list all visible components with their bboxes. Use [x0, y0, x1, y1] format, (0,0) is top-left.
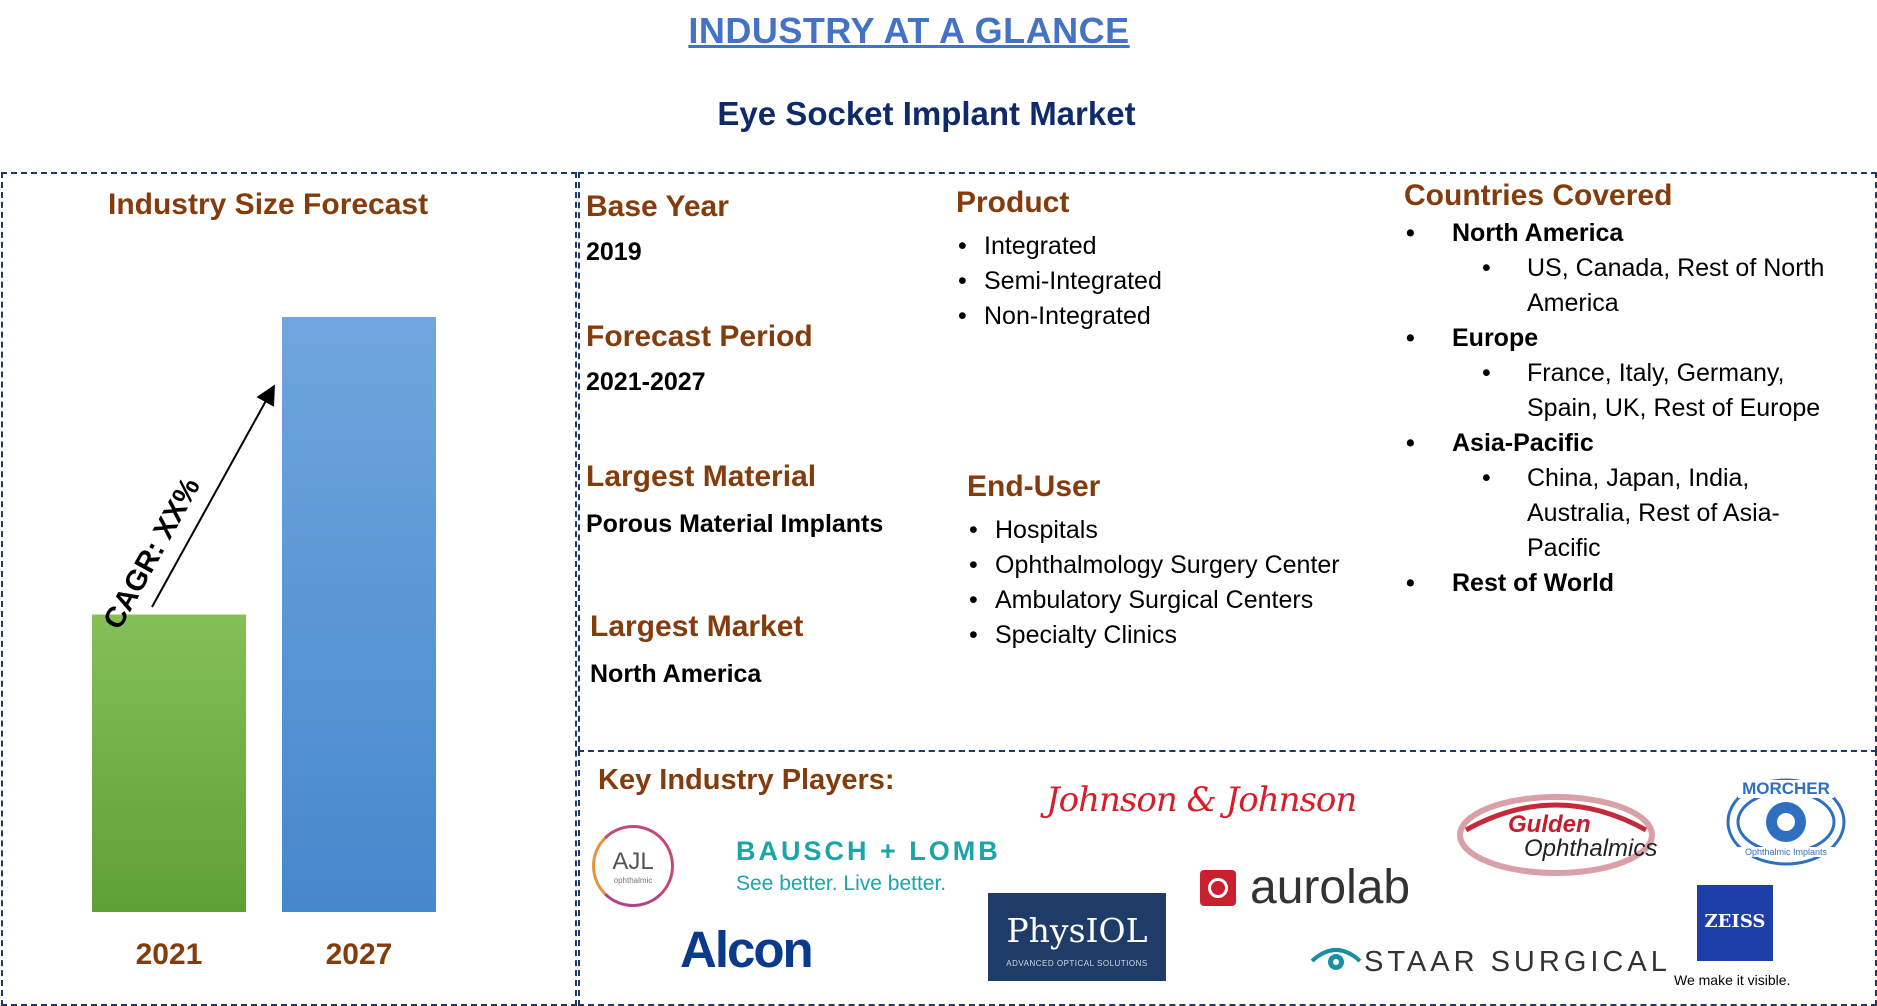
largest-market-label: Largest Market	[590, 610, 804, 643]
country-item: China, Japan, India,Australia, Rest of A…	[1404, 461, 1874, 566]
forecast-title: Industry Size Forecast	[108, 188, 429, 221]
johnson-johnson-logo: Johnson & Johnson	[1046, 780, 1357, 820]
product-label: Product	[956, 186, 1070, 219]
region-item: Europe	[1404, 321, 1874, 356]
ajl-logo-sub: ophthalmic	[613, 876, 653, 885]
list-item: Integrated	[956, 229, 1162, 264]
ajl-logo-text: AJL	[612, 848, 654, 875]
list-item: Ophthalmology Surgery Center	[967, 548, 1340, 583]
morcher-logo-sub: Ophthalmic Implants	[1738, 847, 1834, 857]
forecast-panel	[1, 172, 577, 1006]
region-item: Rest of World	[1404, 566, 1874, 601]
zeiss-logo: ZEISS	[1697, 885, 1773, 961]
gulden-logo-name: Gulden	[1508, 811, 1591, 838]
base-year-label: Base Year	[586, 190, 729, 223]
forecast-period-value: 2021-2027	[586, 368, 706, 396]
bausch-lomb-tagline: See better. Live better.	[736, 872, 947, 895]
physiol-logo-sub: ADVANCED OPTICAL SOLUTIONS	[1006, 959, 1148, 968]
end-user-list: Hospitals Ophthalmology Surgery Center A…	[967, 513, 1340, 653]
aurolab-icon	[1200, 870, 1236, 906]
list-item: Semi-Integrated	[956, 264, 1162, 299]
countries-label: Countries Covered	[1404, 179, 1673, 212]
region-item: Asia-Pacific	[1404, 426, 1874, 461]
largest-market-value: North America	[590, 660, 762, 688]
forecast-chart: 2021 2027 CAGR: XX%	[92, 317, 436, 971]
staar-logo: STAAR SURGICAL	[1364, 946, 1671, 978]
morcher-logo-name: MORCHER	[1738, 780, 1834, 798]
list-item: Hospitals	[967, 513, 1340, 548]
aurolab-logo: aurolab	[1250, 861, 1411, 914]
list-item: Specialty Clinics	[967, 618, 1340, 653]
largest-material-value: Porous Material Implants	[586, 510, 884, 538]
bar-2021	[92, 614, 246, 912]
country-item: France, Italy, Germany,Spain, UK, Rest o…	[1404, 356, 1874, 426]
end-user-label: End-User	[967, 470, 1101, 503]
x-tick-label: 2027	[326, 938, 393, 971]
gulden-logo-swoosh	[1457, 794, 1655, 876]
largest-material-label: Largest Material	[586, 460, 817, 493]
zeiss-logo-name: ZEISS	[1704, 911, 1766, 932]
cagr-label: CAGR: XX%	[98, 472, 207, 634]
staar-eye-icon	[1310, 948, 1362, 970]
ajl-logo: AJL ophthalmic	[592, 825, 674, 907]
cagr-arrow	[151, 384, 275, 608]
product-list: Integrated Semi-Integrated Non-Integrate…	[956, 229, 1162, 334]
region-item: North America	[1404, 216, 1874, 251]
forecast-period-label: Forecast Period	[586, 320, 813, 353]
alcon-logo: Alcon	[680, 921, 814, 978]
players-panel	[578, 750, 1877, 1006]
zeiss-tagline: We make it visible.	[1674, 972, 1791, 988]
page-subtitle: Eye Socket Implant Market	[717, 95, 1136, 132]
list-item: Non-Integrated	[956, 299, 1162, 334]
bausch-lomb-logo: BAUSCH + LOMB	[736, 836, 1001, 866]
base-year-value: 2019	[586, 238, 642, 266]
physiol-logo: PhysIOL ADVANCED OPTICAL SOLUTIONS	[988, 893, 1166, 981]
bar-2027	[282, 317, 436, 912]
page-title: INDUSTRY AT A GLANCE	[688, 10, 1130, 51]
players-label: Key Industry Players:	[598, 764, 895, 796]
gulden-logo-sub: Ophthalmics	[1524, 835, 1658, 862]
countries-list: North America US, Canada, Rest of NorthA…	[1404, 216, 1874, 601]
physiol-logo-name: PhysIOL	[1006, 911, 1148, 950]
x-tick-label: 2021	[136, 938, 203, 971]
list-item: Ambulatory Surgical Centers	[967, 583, 1340, 618]
